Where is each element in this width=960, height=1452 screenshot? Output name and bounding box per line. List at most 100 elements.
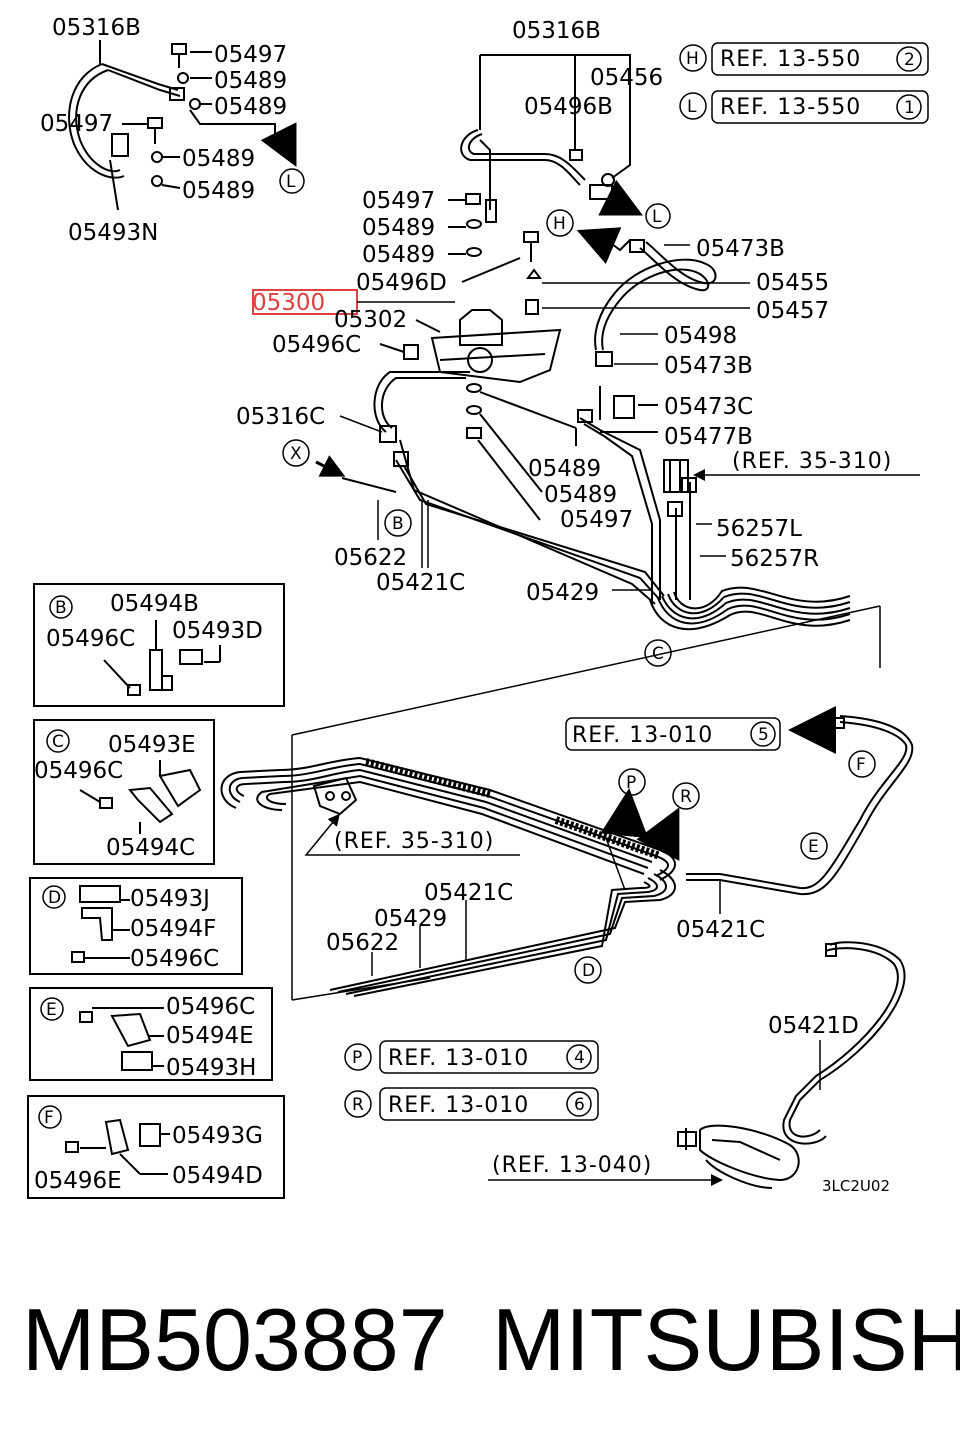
ref-h-callout: H REF. 13-550 2 [679, 42, 929, 76]
svg-text:05493D: 05493D [172, 618, 263, 644]
svg-text:F: F [44, 1108, 54, 1128]
svg-text:5: 5 [758, 725, 769, 745]
label-05496C-a: 05496C [272, 332, 361, 358]
brand-name: MITSUBISHI [492, 1290, 960, 1389]
arrow-to-h [576, 227, 622, 265]
svg-text:REF. 13-010: REF. 13-010 [388, 1093, 529, 1118]
label-05421C-b: 05421C [424, 880, 513, 906]
svg-text:6: 6 [574, 1095, 585, 1115]
circle-b-label: B [392, 514, 404, 534]
label-05456: 05456 [590, 65, 663, 91]
label-05429-b: 05429 [374, 906, 447, 932]
ref-35-310-top: (REF. 35-310) [732, 449, 892, 474]
detail-box-b: B 05494B 05496C 05493D [33, 583, 285, 707]
svg-text:05493J: 05493J [130, 886, 210, 912]
ref-l-callout: L REF. 13-550 1 [679, 90, 929, 124]
svg-text:05496C: 05496C [130, 946, 219, 972]
label-05498: 05498 [664, 323, 737, 349]
svg-text:REF. 13-010: REF. 13-010 [572, 723, 713, 748]
ref-13-010-5-callout: REF. 13-010 5 [565, 717, 781, 751]
label-05473C: 05473C [664, 394, 753, 420]
fuel-filter-body [379, 309, 562, 384]
circle-l-top-label: L [652, 207, 662, 227]
svg-text:E: E [46, 1000, 57, 1020]
label-05316B-a: 05316B [52, 15, 141, 41]
arrow-x [315, 455, 346, 477]
part-number: MB503887 [22, 1290, 448, 1389]
label-05455: 05455 [756, 270, 829, 296]
circle-d-label: D [582, 961, 595, 981]
svg-text:REF. 13-010: REF. 13-010 [388, 1046, 529, 1071]
label-05489-d: 05489 [182, 178, 255, 204]
circle-r-label: R [680, 787, 692, 807]
svg-text:05494E: 05494E [166, 1023, 254, 1049]
svg-text:05493H: 05493H [166, 1055, 256, 1081]
label-05477B: 05477B [664, 424, 753, 450]
label-05496D: 05496D [356, 270, 447, 296]
label-05489-c: 05489 [182, 146, 255, 172]
label-05497-d: 05497 [560, 507, 633, 533]
lower-leaders [371, 880, 821, 1090]
label-05489-g: 05489 [528, 456, 601, 482]
label-05496B: 05496B [524, 94, 613, 120]
circle-f-label: F [856, 755, 866, 775]
detail-box-c: C 05493E 05496C 05494C [33, 719, 215, 865]
hose-break-mark [611, 239, 631, 252]
circle-d [574, 956, 602, 984]
svg-text:REF. 13-550: REF. 13-550 [720, 47, 861, 72]
svg-text:2: 2 [904, 50, 915, 70]
top-center-hose [460, 54, 631, 223]
middle-bolt-stack [448, 193, 539, 283]
top-left-hose-assembly [68, 40, 276, 211]
label-05421C-c: 05421C [676, 917, 765, 943]
hose-05498 [525, 239, 717, 367]
ref-13-040: (REF. 13-040) [492, 1153, 652, 1178]
lower-fuel-lines [220, 715, 914, 1145]
label-05489-f: 05489 [362, 242, 435, 268]
circle-h-label: H [553, 214, 566, 234]
svg-text:P: P [352, 1048, 362, 1068]
bracket-b-leaders [377, 500, 429, 568]
arrow-r [636, 807, 680, 861]
svg-text:H: H [686, 49, 699, 69]
clip-35-310-bottom [312, 776, 358, 816]
svg-text:D: D [48, 888, 61, 908]
canister-13-040 [677, 1124, 800, 1189]
detail-box-e: E 05496C 05494E 05493H [29, 987, 273, 1081]
svg-text:05493E: 05493E [108, 732, 196, 758]
label-05473B-a: 05473B [696, 236, 785, 262]
label-05421C-a: 05421C [376, 570, 465, 596]
middle-washers [466, 383, 577, 521]
label-05622-b: 05622 [326, 930, 399, 956]
ref-r-callout: R REF. 13-010 6 [344, 1087, 599, 1121]
arrow-to-l-top [598, 179, 643, 216]
label-05316C: 05316C [236, 404, 325, 430]
label-05497-b: 05497 [40, 111, 113, 137]
arrow-ref-35-310-bottom [304, 813, 520, 856]
svg-text:REF. 13-550: REF. 13-550 [720, 95, 861, 120]
circle-h [546, 209, 574, 237]
label-05457: 05457 [756, 298, 829, 324]
label-05489-a: 05489 [214, 68, 287, 94]
label-05489-b: 05489 [214, 94, 287, 120]
circle-c [644, 639, 672, 667]
svg-text:B: B [55, 598, 67, 618]
enlarged-view-frame [291, 605, 881, 1001]
circle-e-label: E [808, 837, 819, 857]
svg-text:C: C [52, 732, 64, 752]
svg-text:05494F: 05494F [130, 916, 216, 942]
arrow-p [600, 788, 649, 839]
label-56257R: 56257R [730, 546, 819, 572]
detail-box-f: F 05493G 05496E 05494D [27, 1095, 285, 1199]
svg-text:1: 1 [904, 98, 915, 118]
circle-l-topleft [279, 168, 305, 194]
svg-text:05494B: 05494B [110, 591, 199, 617]
label-56257L: 56257L [716, 516, 802, 542]
label-05316B-b: 05316B [512, 18, 601, 44]
diagram-code: 3LC2U02 [822, 1177, 890, 1195]
label-05493N: 05493N [68, 220, 158, 246]
label-05421D: 05421D [768, 1013, 859, 1039]
clip-35-310-top [663, 459, 689, 493]
label-05300: 05300 [252, 290, 325, 316]
